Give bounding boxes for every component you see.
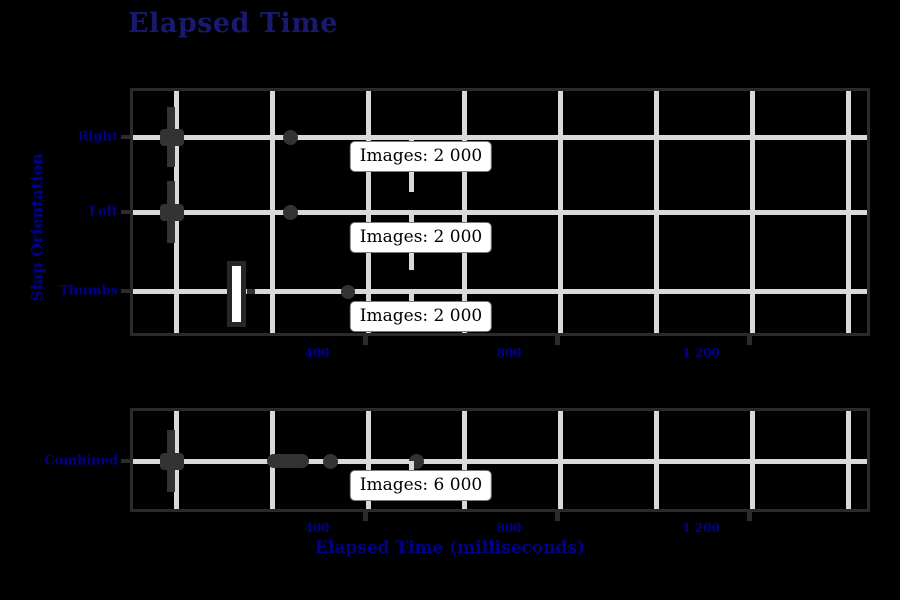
y-label-right: Right [77,129,118,145]
outlier-combined-2 [323,454,338,469]
x-label-400-bottom: 400 [304,521,330,535]
y-tick-left [121,210,130,214]
x-label-800-bottom: 800 [496,521,522,535]
x-label-1200-top: 1 200 [682,346,720,360]
x-tick-400-top [362,336,368,345]
x-tick-800-bottom [554,512,560,521]
box-whisker-thumbs [247,289,255,294]
annotation-combined: Images: 6 000 [349,470,493,501]
x-axis-title: Elapsed Time (milliseconds) [314,538,586,558]
plot-area-bottom [133,411,867,509]
x-label-800-top: 800 [496,346,522,360]
x-tick-1200-bottom [746,512,752,521]
box-body-left [160,204,184,221]
gridline-y-right [133,134,867,140]
plot-area-top [133,91,867,333]
gridline-y-combined [133,458,867,464]
panel-slap-orientation [130,88,870,336]
annotation-right: Images: 2 000 [349,141,493,172]
gridline-y-left [133,209,867,215]
y-label-left: Left [88,204,118,220]
y-tick-right [121,135,130,139]
box-body-right [160,129,184,146]
outlier-left-1 [283,205,298,220]
y-label-combined: Combined [44,453,118,469]
x-tick-1200-top [746,336,752,345]
x-tick-800-top [554,336,560,345]
outlier-right-1 [283,130,298,145]
y-tick-combined [121,459,130,463]
panel-combined [130,408,870,512]
annotation-left: Images: 2 000 [349,222,493,253]
box-body-thumbs [227,261,246,327]
x-tick-400-bottom [362,512,368,521]
y-label-thumbs: Thumbs [59,283,118,299]
y-tick-thumbs [121,289,130,293]
page-title: Elapsed Time [128,8,338,39]
box-body-combined [160,453,184,470]
x-label-1200-bottom: 1 200 [682,521,720,535]
outlier-thumbs-1 [341,285,355,299]
gridline-y-thumbs [133,288,867,294]
outlier-combined-1 [267,454,309,468]
annotation-thumbs: Images: 2 000 [349,301,493,332]
x-label-400-top: 400 [304,346,330,360]
